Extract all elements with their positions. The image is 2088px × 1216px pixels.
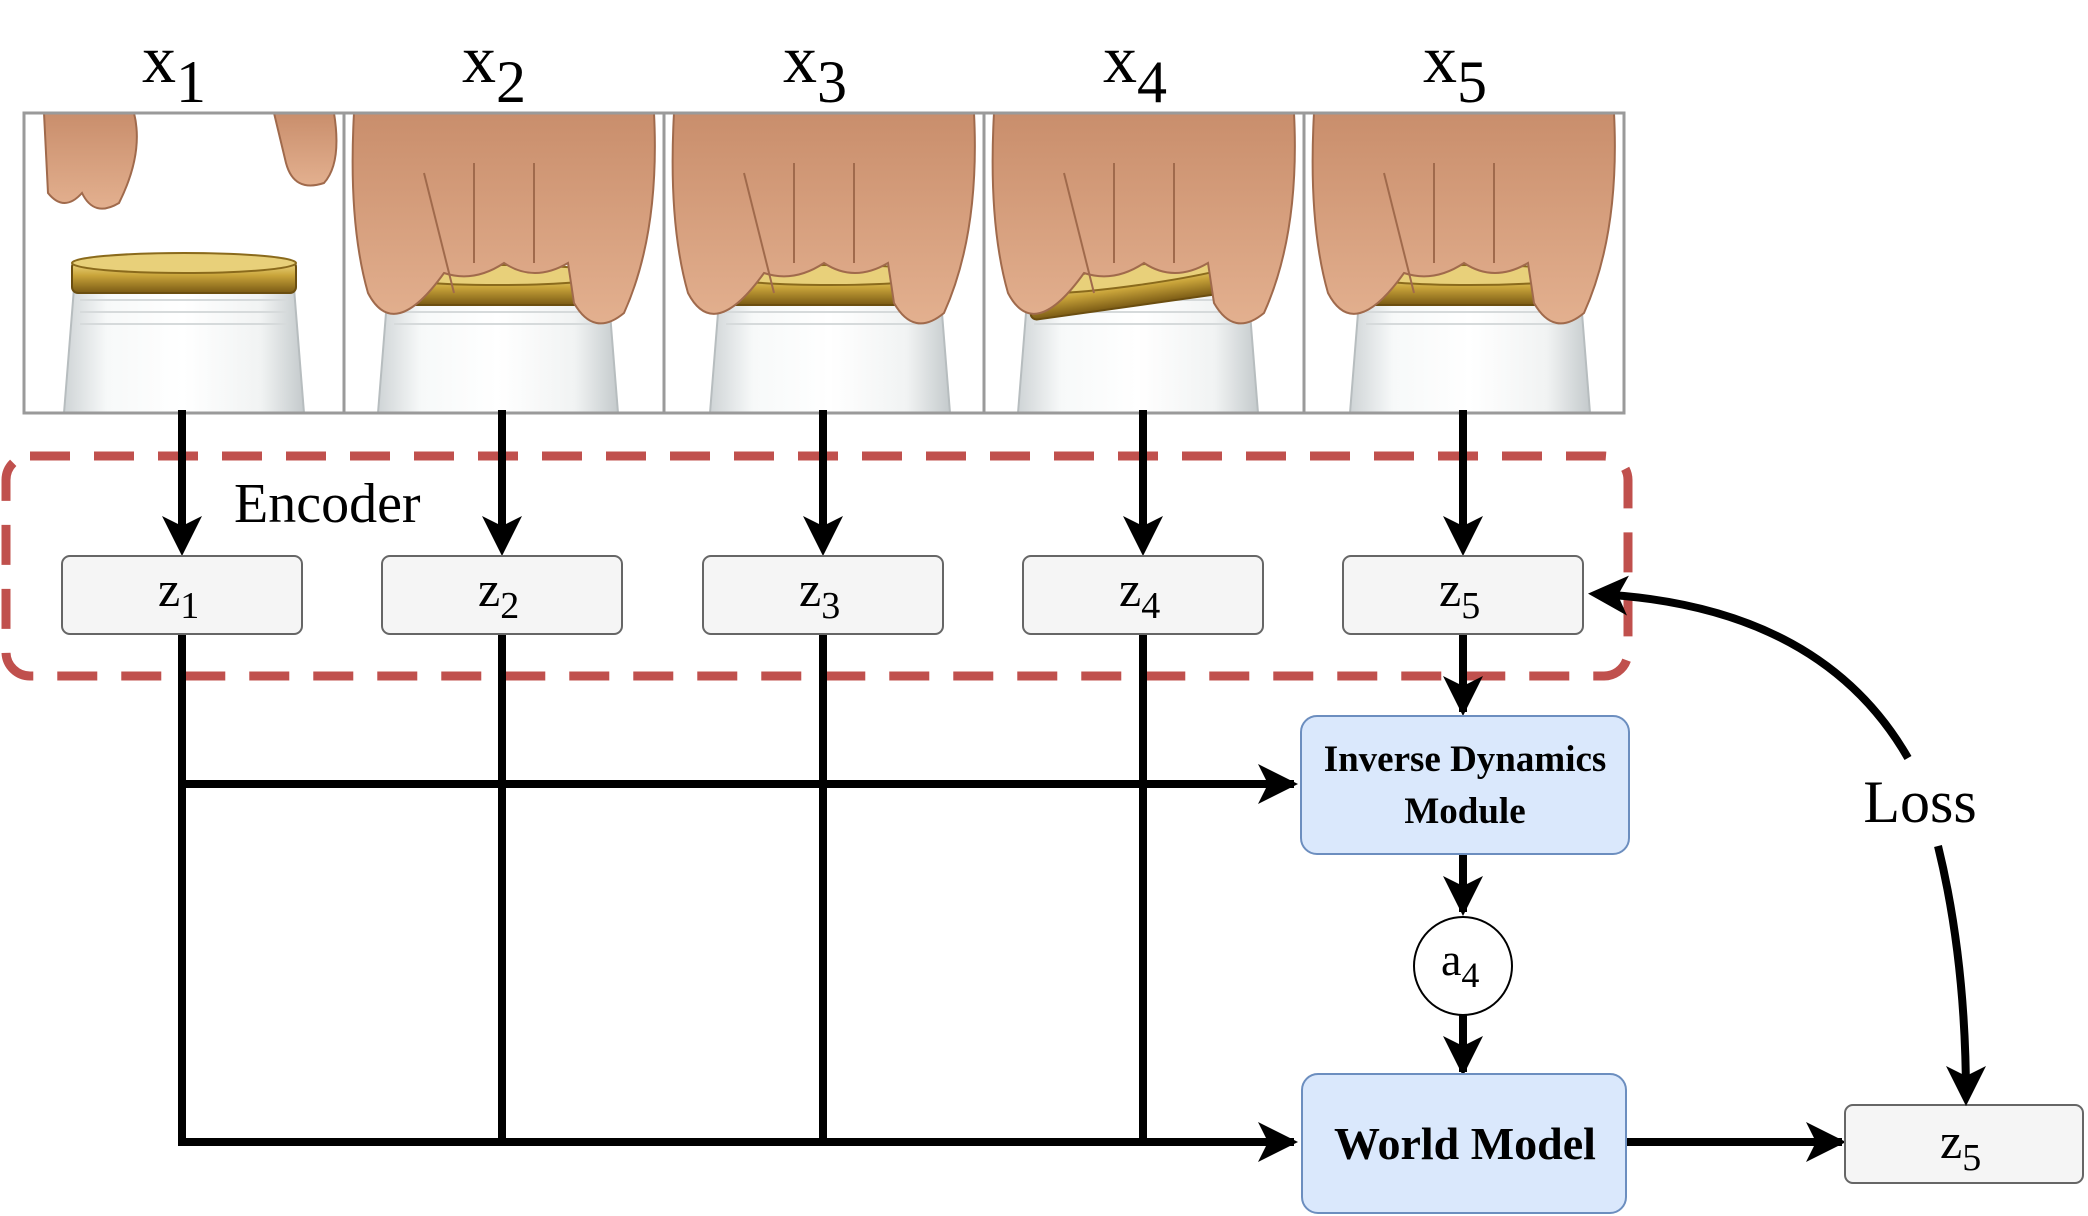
action-var: a — [1441, 934, 1461, 985]
frame-sub: 2 — [496, 49, 526, 115]
frame-sub: 3 — [817, 49, 847, 115]
svg-text:a4: a4 — [1441, 934, 1479, 995]
frame-image-5 — [1302, 111, 1626, 415]
latent-box-1: z1 — [61, 555, 303, 635]
inverse-dynamics-line1: Inverse Dynamics — [1324, 739, 1607, 780]
svg-text:z5: z5 — [1940, 1113, 1981, 1179]
latent-label: z5 — [1439, 561, 1480, 627]
latent-label: z1 — [158, 561, 199, 627]
frame-var: x — [783, 21, 817, 97]
latent-label: z2 — [478, 561, 519, 627]
prediction-sub: 5 — [1962, 1137, 1981, 1179]
frame-var: x — [142, 21, 176, 97]
latent-sub: 1 — [180, 585, 199, 627]
frame-sub: 5 — [1457, 49, 1487, 115]
world-model-label: World Model — [1334, 1118, 1596, 1169]
latent-sub: 5 — [1461, 585, 1480, 627]
latent-var: z — [1119, 561, 1141, 617]
latent-sub: 2 — [500, 585, 519, 627]
frame-sub: 1 — [176, 49, 206, 115]
predicted-latent: z5 — [1844, 1104, 2084, 1184]
frame-image-3 — [662, 111, 986, 415]
latent-box-3: z3 — [702, 555, 944, 635]
prediction-var: z — [1940, 1113, 1962, 1169]
frame-label-3: x3 — [783, 21, 847, 115]
latent-box-2: z2 — [381, 555, 623, 635]
loss-connection — [1588, 575, 1986, 1106]
frame-label-1: x1 — [142, 21, 206, 115]
latent-sub: 3 — [821, 585, 840, 627]
encoder-arrows — [162, 410, 1483, 556]
encoder-region — [1, 451, 1633, 681]
latent-var: z — [158, 561, 180, 617]
latent-var: z — [1439, 561, 1461, 617]
frame-var: x — [1423, 21, 1457, 97]
frame-var: x — [462, 21, 496, 97]
latent-box-5: z5 — [1342, 555, 1584, 635]
frame-image-2 — [342, 111, 666, 415]
video-frames — [22, 111, 1626, 415]
latent-var: z — [799, 561, 821, 617]
loss-label: Loss — [1863, 769, 1976, 835]
action-node: a4 — [1413, 916, 1513, 1016]
latent-var: z — [478, 561, 500, 617]
latent-box-4: z4 — [1022, 555, 1264, 635]
frame-sub: 4 — [1137, 49, 1167, 115]
frame-image-4 — [982, 111, 1306, 415]
loss-to-encoded-arrow — [1588, 575, 1912, 760]
frame-image-1 — [22, 111, 346, 415]
inverse-dynamics-module: Inverse Dynamics Module — [1300, 715, 1630, 855]
inverse-dynamics-line2: Module — [1404, 791, 1525, 832]
frame-label-2: x2 — [462, 21, 526, 115]
latent-connections — [178, 630, 1846, 1162]
encoder-label: Encoder — [234, 473, 421, 535]
frame-label-4: x4 — [1103, 21, 1167, 115]
action-sub: 4 — [1461, 955, 1479, 995]
latent-sub: 4 — [1141, 585, 1160, 627]
frame-label-5: x5 — [1423, 21, 1487, 115]
world-model: World Model — [1301, 1073, 1627, 1214]
loss-to-prediction-arrow — [1934, 845, 1986, 1106]
frame-var: x — [1103, 21, 1137, 97]
latent-label: z4 — [1119, 561, 1160, 627]
latent-label: z3 — [799, 561, 840, 627]
